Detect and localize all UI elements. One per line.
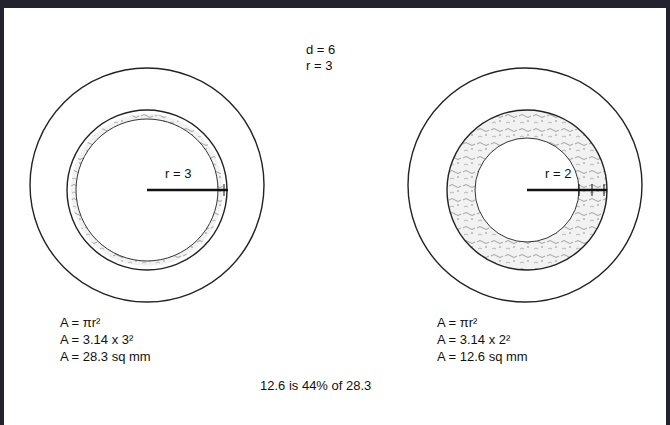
formula-text: A = 28.3 sq mm [60, 349, 151, 365]
intima [67, 110, 227, 270]
left-bar [0, 0, 4, 425]
radius-line [147, 189, 228, 192]
radius-line [527, 189, 607, 192]
formula-text: A = πr² [60, 315, 100, 331]
formula-text: A = 3.14 x 2² [437, 332, 510, 348]
top-bar [0, 0, 670, 8]
radius-tick [579, 184, 580, 196]
dimension-label: d = 6 [306, 42, 335, 58]
radius-tick [224, 184, 225, 196]
radius-tick [592, 184, 593, 196]
formula-text: A = πr² [437, 315, 477, 331]
right-bar [666, 0, 670, 425]
dimension-label: r = 3 [306, 58, 332, 74]
formula-text: A = 3.14 x 3² [60, 332, 133, 348]
formula-text: A = 12.6 sq mm [437, 349, 528, 365]
artery-wall [408, 68, 642, 302]
radius-label: r = 2 [545, 166, 571, 182]
radius-label: r = 3 [165, 166, 191, 182]
comparison-note: 12.6 is 44% of 28.3 [260, 378, 371, 394]
radius-tick [604, 184, 605, 196]
artery-wall [30, 68, 264, 302]
plaque [447, 110, 607, 270]
